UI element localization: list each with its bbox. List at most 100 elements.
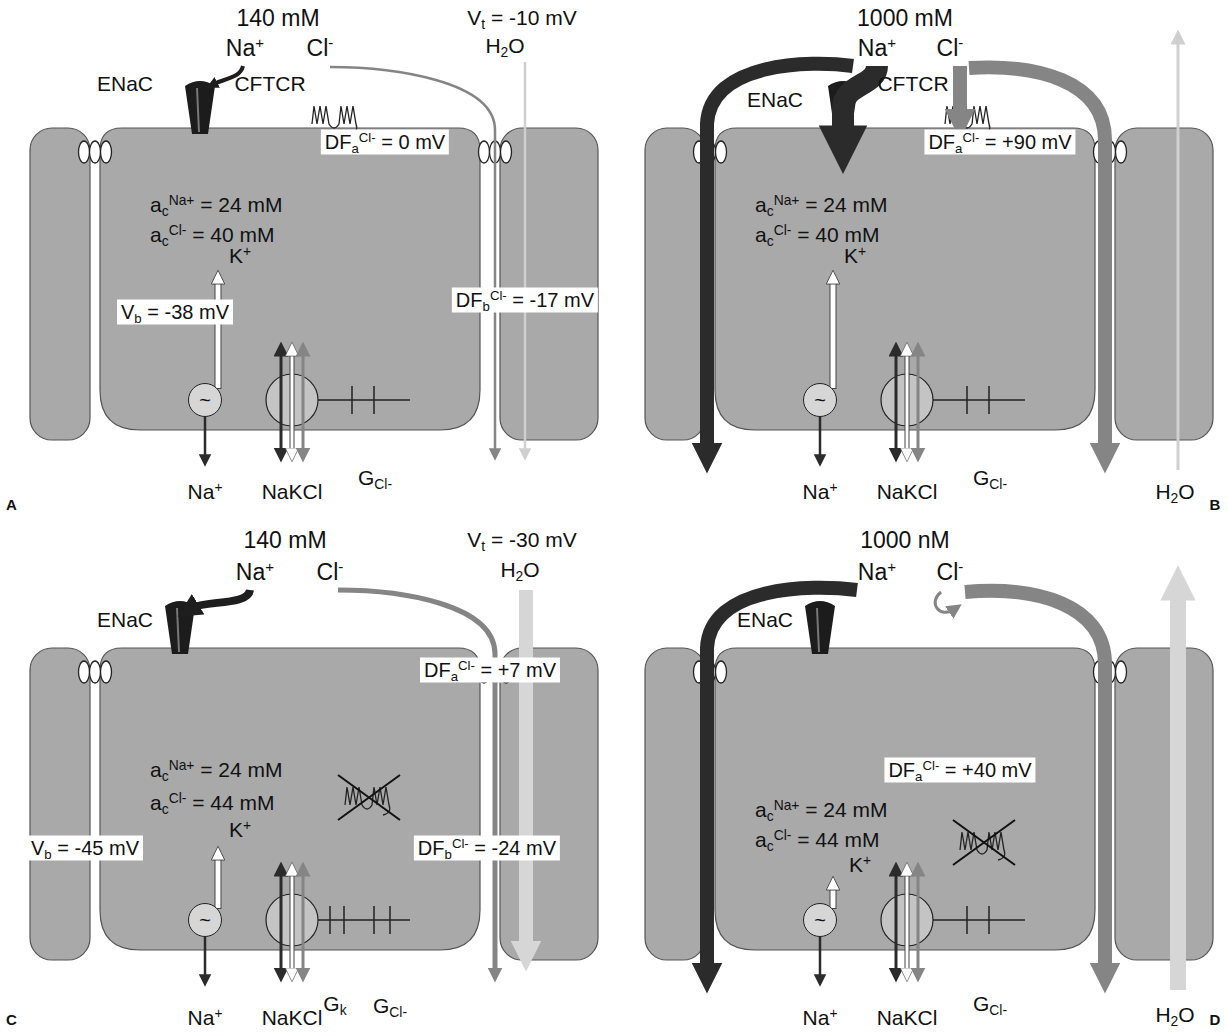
text-run: Na xyxy=(188,480,215,503)
text-run: = 44 mM xyxy=(791,828,879,851)
text-run: c xyxy=(767,838,774,854)
driving-force-label: DFbCl- = -24 mV xyxy=(414,836,560,861)
text-run: = +90 mV xyxy=(979,131,1071,153)
text-run: = 40 mM xyxy=(186,223,274,246)
conductance-label: GCl- xyxy=(973,466,1007,490)
voltage-label: Vt = -10 mV xyxy=(467,6,577,30)
pump-symbol-text: ~ xyxy=(199,910,211,930)
text-run: O xyxy=(1178,1003,1194,1026)
flux-arrow-outline xyxy=(215,856,222,909)
basolateral-transport xyxy=(820,352,933,458)
text-run: H xyxy=(485,34,500,57)
text-run: c xyxy=(767,233,774,249)
text-run: a xyxy=(755,223,767,246)
text-run: DF xyxy=(325,131,352,153)
text-run: b xyxy=(44,846,51,861)
transporter-label: NaKCl xyxy=(877,1006,938,1030)
text-run: c xyxy=(162,801,169,817)
panel-letter: B xyxy=(1210,496,1221,513)
text-run: Na xyxy=(858,559,887,585)
text-run: 140 mM xyxy=(243,527,326,553)
concentration-label: 1000 nM xyxy=(860,527,950,553)
text-run: + xyxy=(863,852,871,868)
text-run: H xyxy=(1155,1003,1170,1026)
driving-force-label: DFaCl- = +90 mV xyxy=(924,130,1075,155)
text-run: - xyxy=(328,34,333,51)
text-run: H xyxy=(1155,480,1170,503)
text-run: 2 xyxy=(1171,490,1179,506)
text-run: a xyxy=(150,193,162,216)
ion-label: Na+ xyxy=(803,480,838,504)
text-run: + xyxy=(829,479,837,495)
conductance-symbol xyxy=(933,906,1025,934)
text-run: NaKCl xyxy=(262,480,323,503)
transporter-label: NaKCl xyxy=(262,1006,323,1030)
cross-out xyxy=(338,775,400,820)
text-run: Cl- xyxy=(452,836,469,851)
text-run: = 24 mM xyxy=(799,798,887,821)
text-run: K xyxy=(229,818,243,841)
text-run: b xyxy=(134,310,141,325)
text-run: Cl- xyxy=(490,288,507,303)
conductance-symbol xyxy=(933,386,1025,414)
text-run: Cl- xyxy=(922,758,939,773)
na-k-pump: ~ xyxy=(803,383,837,417)
flux-arrow xyxy=(843,66,877,140)
basolateral-transport xyxy=(205,352,318,458)
text-run: Cl xyxy=(307,35,329,61)
text-run: = 44 mM xyxy=(186,791,274,814)
panel-art xyxy=(30,590,598,978)
water-label: H2O xyxy=(1155,480,1194,504)
text-run: = +40 mV xyxy=(939,759,1031,781)
ion-label: Na+ xyxy=(226,35,264,61)
text-run: ENaC xyxy=(97,608,153,631)
text-run: Na+ xyxy=(169,757,195,773)
concentration-text: acNa+ = 24 mM xyxy=(150,758,283,782)
concentration-text: acNa+ = 24 mM xyxy=(755,193,888,217)
channel-label: ENaC xyxy=(97,608,153,632)
text-run: H xyxy=(500,558,515,581)
conductance-symbol xyxy=(318,386,410,414)
voltage-label: Vb = -38 mV xyxy=(117,300,233,325)
text-run: Na+ xyxy=(169,192,195,208)
channel-label: CFTCR xyxy=(234,72,305,96)
flux-arrow xyxy=(216,856,221,908)
flux-arrow xyxy=(338,590,495,972)
text-run: DF xyxy=(928,131,955,153)
text-run: - xyxy=(338,558,343,575)
enac-channel xyxy=(165,601,195,654)
text-run: ENaC xyxy=(97,72,153,95)
text-run: + xyxy=(214,1005,222,1021)
text-run: G xyxy=(973,466,989,489)
text-run: + xyxy=(214,479,222,495)
na-k-pump: ~ xyxy=(803,903,837,937)
text-run: Na xyxy=(858,35,887,61)
water-label: H2O xyxy=(1155,1003,1194,1027)
text-run: Na xyxy=(803,1006,830,1029)
text-run: Cl- xyxy=(989,1002,1007,1018)
pump-symbol-text: ~ xyxy=(814,910,826,930)
text-run: Cl- xyxy=(374,476,392,492)
text-run: DF xyxy=(456,289,483,311)
ion-label: Cl- xyxy=(307,35,334,61)
ion-label: Na+ xyxy=(188,480,223,504)
text-run: = 24 mM xyxy=(194,193,282,216)
ion-label: Na+ xyxy=(803,1006,838,1030)
text-run: DF xyxy=(418,837,445,859)
text-run: Na xyxy=(236,559,265,585)
text-run: Na+ xyxy=(774,192,800,208)
channel-label: ENaC xyxy=(747,88,803,112)
concentration-text: acCl- = 40 mM xyxy=(150,223,274,247)
channel-label: CFTCR xyxy=(877,72,948,96)
text-run: K xyxy=(849,853,863,876)
text-run: b xyxy=(445,846,452,861)
driving-force-label: DFaCl- = 0 mV xyxy=(321,130,449,155)
voltage-label: Vb = -45 mV xyxy=(27,836,143,861)
concentration-text: acCl- = 40 mM xyxy=(755,223,879,247)
text-run: c xyxy=(162,233,169,249)
text-run: Cl- xyxy=(389,1004,407,1020)
enac-channel xyxy=(185,81,215,134)
text-run: + xyxy=(887,34,896,51)
flux-arrow-outline xyxy=(215,280,222,389)
text-run: a xyxy=(150,223,162,246)
